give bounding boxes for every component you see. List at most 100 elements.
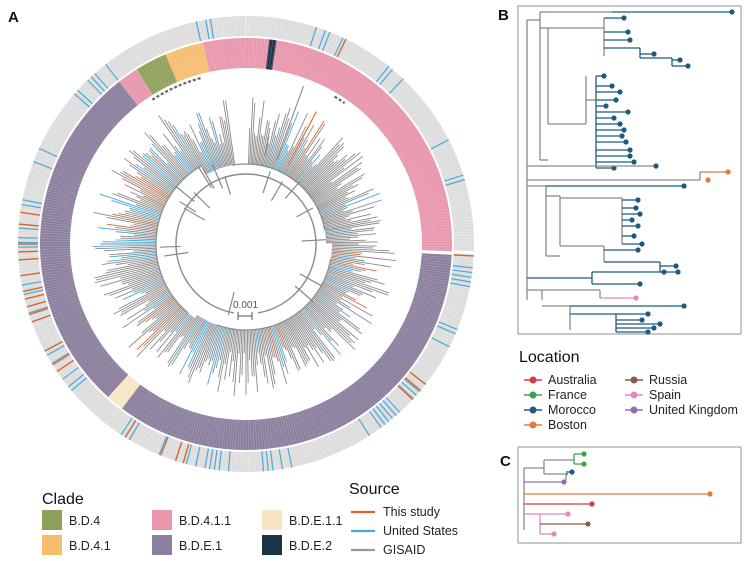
source-ring-divider [20,276,41,280]
source-ring-divider [201,447,206,468]
tree-tip-branch [115,257,158,266]
tree-tip-branch [253,329,258,366]
clade-ring-divider [205,416,212,447]
clade-ring-divider [286,415,295,445]
clade-ring-divider [277,41,284,71]
source-ring-divider [44,340,63,351]
clade-ring-divider [229,419,233,450]
clade-ring-divider [94,363,117,384]
tree-tip-branch [319,288,351,309]
tree-tip [705,177,711,183]
clade-ring-divider [353,383,372,408]
source-tick-us [33,160,53,170]
tree-tip-branch [323,218,346,225]
source-ring-divider [262,16,265,37]
clade-ring-divider [45,284,75,293]
source-ring-divider [164,31,172,50]
tree-tip-branch [257,329,266,377]
tree-tip-branch [254,329,259,354]
tree-tip [565,511,571,517]
tree-tip-branch [148,304,180,333]
panel-b [517,5,742,335]
source-ring-divider [337,430,347,449]
source-ring-divider [30,170,50,178]
tree-tip-branch [136,297,175,327]
source-ring-divider [330,35,339,55]
tree-tip-branch [125,212,159,223]
tree-tip-branch [329,264,353,272]
location-legend-item: France [524,388,587,402]
tree-tip-branch [121,253,157,259]
tree-tip-branch [214,142,223,168]
source-ring-divider [264,16,268,37]
tree-tip-branch [159,311,187,342]
clade-ring-divider [40,248,71,250]
clade-ring-divider [345,74,363,100]
source-ring-divider [270,17,273,38]
clade-ring-divider [376,361,400,382]
tree-tip-branch [331,251,361,256]
clade-ring-divider [45,195,75,204]
tree-tip-branch [282,321,296,349]
tree-long-branch [276,85,304,160]
source-tick-this-study [124,420,137,438]
tree-tip-branch [293,138,326,181]
source-ring-divider [453,222,474,226]
source-ring-divider [383,72,397,88]
clade-ring-divider [98,100,121,122]
source-ring-divider [18,257,39,260]
clade-ring-divider [197,43,206,73]
clade-ring-divider [102,369,124,392]
tree-tip [621,127,627,133]
tree-tip-branch [304,160,339,191]
tree-tip [611,165,617,171]
source-ring-divider [332,432,342,452]
clade-ring-divider [264,419,268,449]
source-ring-divider [450,205,471,209]
tree-tip-branch [112,213,159,225]
tree-tip-branch [316,293,351,318]
clade-ring-divider [291,413,300,444]
source-ring-divider [19,268,40,271]
clade-ring-divider [268,418,274,449]
clade-ring-divider [410,170,439,182]
source-tick-us [218,450,222,471]
tree-tip-branch [323,281,347,294]
source-ring-divider [444,305,464,312]
tree-tip-branch [179,320,208,375]
circular-phylogeny: 0.001 [18,16,474,473]
source-ring-divider [76,383,92,397]
tree-tip-branch [174,155,191,175]
source-ring-divider [53,354,71,366]
tree-tip-branch [101,256,157,265]
clade-ring-divider [152,400,167,428]
source-ring-divider [189,445,195,466]
source-ring-divider [299,23,306,44]
tree-tip-branch [217,328,230,378]
tree-tip-branch [291,316,314,351]
clade-ring-divider [114,379,134,403]
tree-tip-branch [281,125,307,173]
source-ring-divider [142,40,152,59]
tree-tip-branch [198,112,220,169]
tree-tip-branch [325,241,378,244]
source-ring-divider [448,190,468,196]
tree-tip-branch [277,323,292,360]
source-tick-us [379,402,394,420]
source-ring-divider [224,451,228,472]
clade-ring-divider [229,38,233,69]
clade-ring-divider [122,78,141,104]
tree-tip [631,159,637,165]
clade-ring-divider [273,417,279,448]
source-ring-divider [169,440,177,459]
source-ring-divider [304,443,311,463]
tree-tip-branch [290,317,309,346]
source-ring-divider [172,28,180,48]
tree-tip-branch [331,248,395,254]
source-tick-us [209,18,215,39]
source-ring-divider [453,262,474,266]
tree-tip-branch [329,262,366,272]
tree-tip [617,89,623,95]
clade-ring-divider [82,351,107,370]
location-legend-item: United Kingdom [625,403,738,417]
